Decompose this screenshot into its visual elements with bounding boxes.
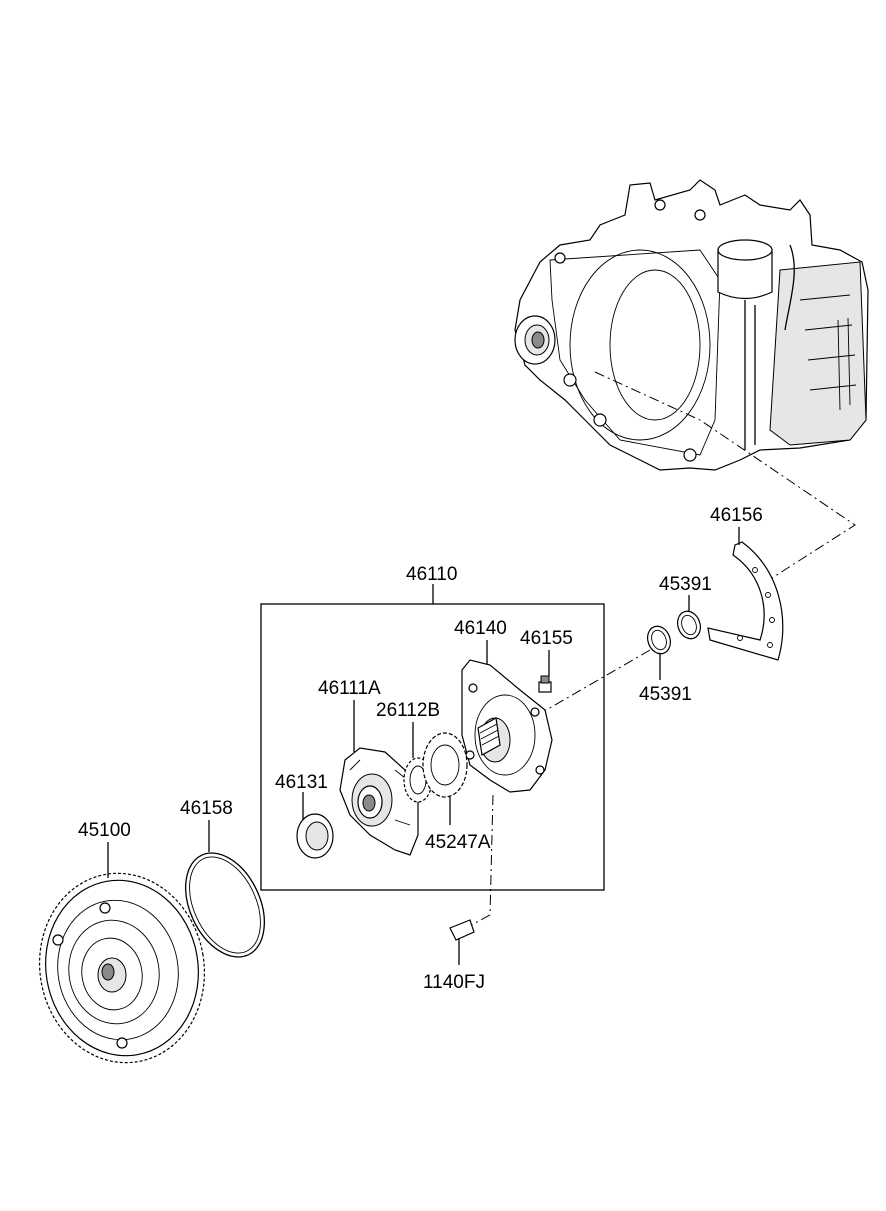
label-45391-upper: 45391 xyxy=(659,574,712,595)
leader-housing-to-bracket xyxy=(594,371,856,579)
seal-ring-45391-lower xyxy=(647,625,671,680)
label-46156: 46156 xyxy=(710,505,763,526)
label-46111A: 46111A xyxy=(318,678,381,699)
label-46131: 46131 xyxy=(275,772,328,793)
plug-46155 xyxy=(538,650,552,693)
pump-housing-46111A xyxy=(339,700,419,856)
label-1140FJ: 1140FJ xyxy=(423,972,485,993)
label-46155: 46155 xyxy=(520,628,573,649)
torque-converter-45100 xyxy=(38,842,206,1064)
transaxle-housing xyxy=(514,179,869,471)
oil-seal-46131 xyxy=(296,792,334,859)
label-46158: 46158 xyxy=(180,798,233,819)
bolt-1140FJ xyxy=(449,794,494,965)
label-46140: 46140 xyxy=(454,618,507,639)
label-45100: 45100 xyxy=(78,820,131,841)
bracket-46156 xyxy=(707,527,784,661)
label-45247A: 45247A xyxy=(425,832,491,853)
label-26112B: 26112B xyxy=(376,700,440,721)
seal-ring-45391-upper xyxy=(677,595,701,640)
o-ring-46158 xyxy=(185,820,265,958)
rotor-45247A xyxy=(422,732,468,825)
label-45391-lower: 45391 xyxy=(639,684,692,705)
label-46110: 46110 xyxy=(406,564,457,585)
pump-cover-46140 xyxy=(461,640,553,793)
